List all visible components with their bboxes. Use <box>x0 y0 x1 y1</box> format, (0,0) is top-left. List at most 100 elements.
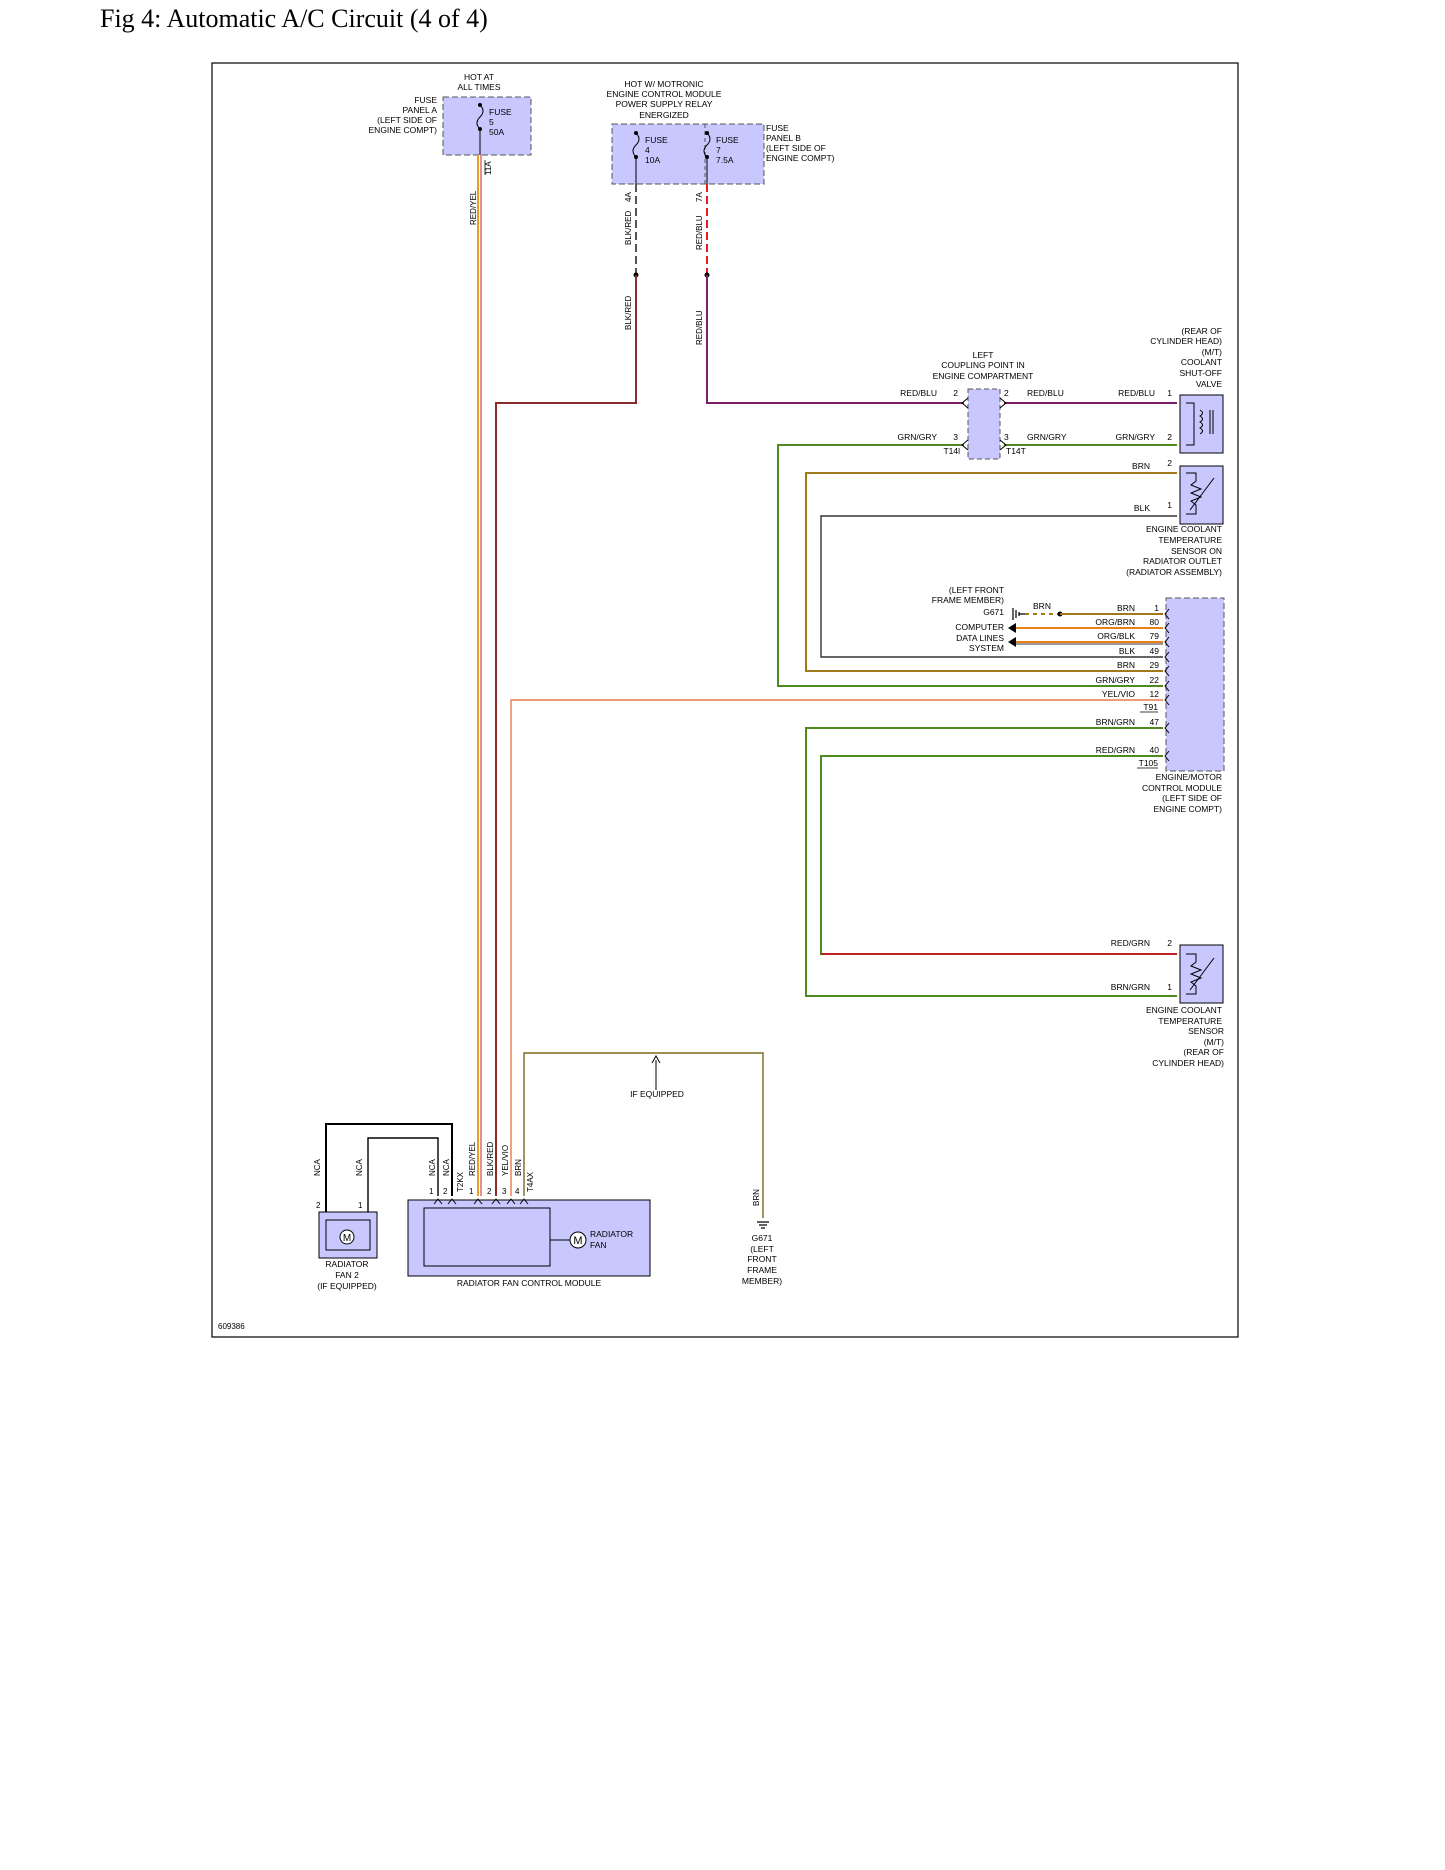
svg-text:NCA: NCA <box>313 1158 322 1176</box>
terminal-label: 11A <box>484 161 493 175</box>
svg-text:ENGINE COMPT): ENGINE COMPT) <box>1154 804 1223 814</box>
svg-text:POWER SUPPLY RELAY: POWER SUPPLY RELAY <box>616 99 713 109</box>
motor-icon <box>569 1231 587 1249</box>
ecm-wire-label: YEL/VIO <box>1102 689 1135 699</box>
svg-text:RED/BLU: RED/BLU <box>900 388 937 398</box>
svg-text:FAN: FAN <box>590 1240 607 1250</box>
svg-text:(REAR OF: (REAR OF <box>1183 1047 1224 1057</box>
ecm-pin-row: RED/GRN 40 <box>1096 745 1170 762</box>
svg-text:ENGINE COOLANT: ENGINE COOLANT <box>1146 524 1222 534</box>
svg-text:(LEFT: (LEFT <box>750 1244 774 1254</box>
hot-label-line: HOT AT <box>464 72 494 82</box>
svg-text:T4AX: T4AX <box>526 1171 535 1192</box>
panel-label-line: PANEL A <box>403 105 438 115</box>
connector-chevron-icon <box>447 1198 457 1205</box>
temp-sensor-radiator-outlet: BRN 2 BLK 1 ENGINE COOLANT TEMPERATURE S… <box>1126 458 1224 577</box>
wire-label: RED/YEL <box>469 190 478 225</box>
svg-text:1: 1 <box>1167 982 1172 992</box>
svg-text:RADIATOR: RADIATOR <box>325 1259 368 1269</box>
svg-text:10A: 10A <box>645 155 660 165</box>
svg-text:3: 3 <box>1004 432 1009 442</box>
connector-label: T14l <box>943 446 960 456</box>
svg-text:RADIATOR FAN CONTROL MODULE: RADIATOR FAN CONTROL MODULE <box>457 1278 602 1288</box>
panel-label-line: (LEFT SIDE OF <box>377 115 437 125</box>
connector-chevron-icon <box>491 1198 501 1205</box>
fan-module-pin-number: 2 <box>487 1187 492 1196</box>
if-equipped-note: IF EQUIPPED <box>630 1054 684 1099</box>
svg-text:BLK: BLK <box>1134 503 1150 513</box>
svg-text:ENERGIZED: ENERGIZED <box>639 110 689 120</box>
ecm-pin-number: 1 <box>1154 603 1159 613</box>
svg-text:ENGINE COMPT): ENGINE COMPT) <box>766 153 835 163</box>
fan-module-pin-number: 1 <box>429 1187 434 1196</box>
svg-text:2: 2 <box>1167 432 1172 442</box>
svg-text:PANEL B: PANEL B <box>766 133 801 143</box>
fan-module-wire-label: NCA <box>428 1158 437 1176</box>
fan-module-wire-label: NCA <box>442 1158 451 1176</box>
svg-text:(REAR OF: (REAR OF <box>1181 326 1222 336</box>
svg-text:HOT W/ MOTRONIC: HOT W/ MOTRONIC <box>624 79 703 89</box>
svg-text:G671: G671 <box>752 1233 773 1243</box>
svg-text:4: 4 <box>645 145 650 155</box>
diagram-id: 609386 <box>218 1322 245 1331</box>
connector-chevron-icon <box>519 1198 529 1205</box>
fuse-symbol <box>632 132 640 158</box>
ecm-pin-number: 12 <box>1150 689 1160 699</box>
svg-text:CONTROL MODULE: CONTROL MODULE <box>1142 783 1222 793</box>
svg-text:VALVE: VALVE <box>1196 379 1222 389</box>
svg-text:G671: G671 <box>983 607 1004 617</box>
svg-text:(LEFT SIDE OF: (LEFT SIDE OF <box>1162 793 1222 803</box>
panel-label-line: FUSE <box>414 95 437 105</box>
ecm-pin-number: 22 <box>1150 675 1160 685</box>
svg-text:2: 2 <box>953 388 958 398</box>
svg-text:COOLANT: COOLANT <box>1181 357 1222 367</box>
connector-chevron-icon <box>1164 750 1170 762</box>
fan-module-wire-label: YEL/VIO <box>501 1145 510 1176</box>
ground-icon <box>1012 608 1025 620</box>
svg-text:BLK/RED: BLK/RED <box>624 211 633 245</box>
fan-module-wire-label: BRN <box>514 1159 523 1176</box>
connector-chevron-icon <box>1164 722 1170 734</box>
fan-module-pin-number: 4 <box>515 1187 520 1196</box>
svg-text:FUSE: FUSE <box>645 135 668 145</box>
svg-text:M: M <box>343 1233 351 1244</box>
svg-text:CYLINDER HEAD): CYLINDER HEAD) <box>1152 1058 1224 1068</box>
svg-text:BRN: BRN <box>1033 601 1051 611</box>
fuse-panel-b: HOT W/ MOTRONIC ENGINE CONTROL MODULE PO… <box>607 79 835 345</box>
svg-text:RED/BLU: RED/BLU <box>1027 388 1064 398</box>
ecm-wire-label: RED/GRN <box>1096 745 1135 755</box>
ecm-pin-row: YEL/VIO 12 <box>1102 689 1170 706</box>
panel-label-line: ENGINE COMPT) <box>369 125 438 135</box>
ecm-pin-number: 40 <box>1150 745 1160 755</box>
svg-text:SYSTEM: SYSTEM <box>969 643 1004 653</box>
svg-text:2: 2 <box>316 1201 321 1210</box>
ecm-pin-number: 47 <box>1150 717 1160 727</box>
ecm-pin-row: BLK 49 <box>1119 646 1170 663</box>
svg-text:(RADIATOR ASSEMBLY): (RADIATOR ASSEMBLY) <box>1126 567 1222 577</box>
svg-text:1: 1 <box>1167 500 1172 510</box>
svg-text:CYLINDER HEAD): CYLINDER HEAD) <box>1150 336 1222 346</box>
ecm-wire-label: GRN/GRY <box>1095 675 1135 685</box>
svg-text:RED/BLU: RED/BLU <box>695 310 704 345</box>
fan-module-pin-number: 2 <box>443 1187 448 1196</box>
ecm-pin-number: 49 <box>1150 646 1160 656</box>
svg-text:RADIATOR OUTLET: RADIATOR OUTLET <box>1143 556 1222 566</box>
connector-chevron-icon <box>473 1198 483 1205</box>
svg-text:ENGINE CONTROL MODULE: ENGINE CONTROL MODULE <box>607 89 722 99</box>
connector-chevron-icon <box>1164 608 1170 620</box>
ecm-wire-label: BLK <box>1119 646 1135 656</box>
svg-text:1: 1 <box>358 1201 363 1210</box>
svg-text:BRN: BRN <box>1132 461 1150 471</box>
svg-text:GRN/GRY: GRN/GRY <box>1115 432 1155 442</box>
ground-icon <box>757 1221 769 1229</box>
ecm-wire-label: ORG/BRN <box>1095 617 1135 627</box>
svg-text:(M/T): (M/T) <box>1202 347 1222 357</box>
svg-text:ENGINE/MOTOR: ENGINE/MOTOR <box>1156 772 1222 782</box>
svg-text:LEFT: LEFT <box>973 350 994 360</box>
ground-g671-bottom: BRN G671 (LEFT FRONT FRAME MEMBER) <box>742 1189 782 1286</box>
